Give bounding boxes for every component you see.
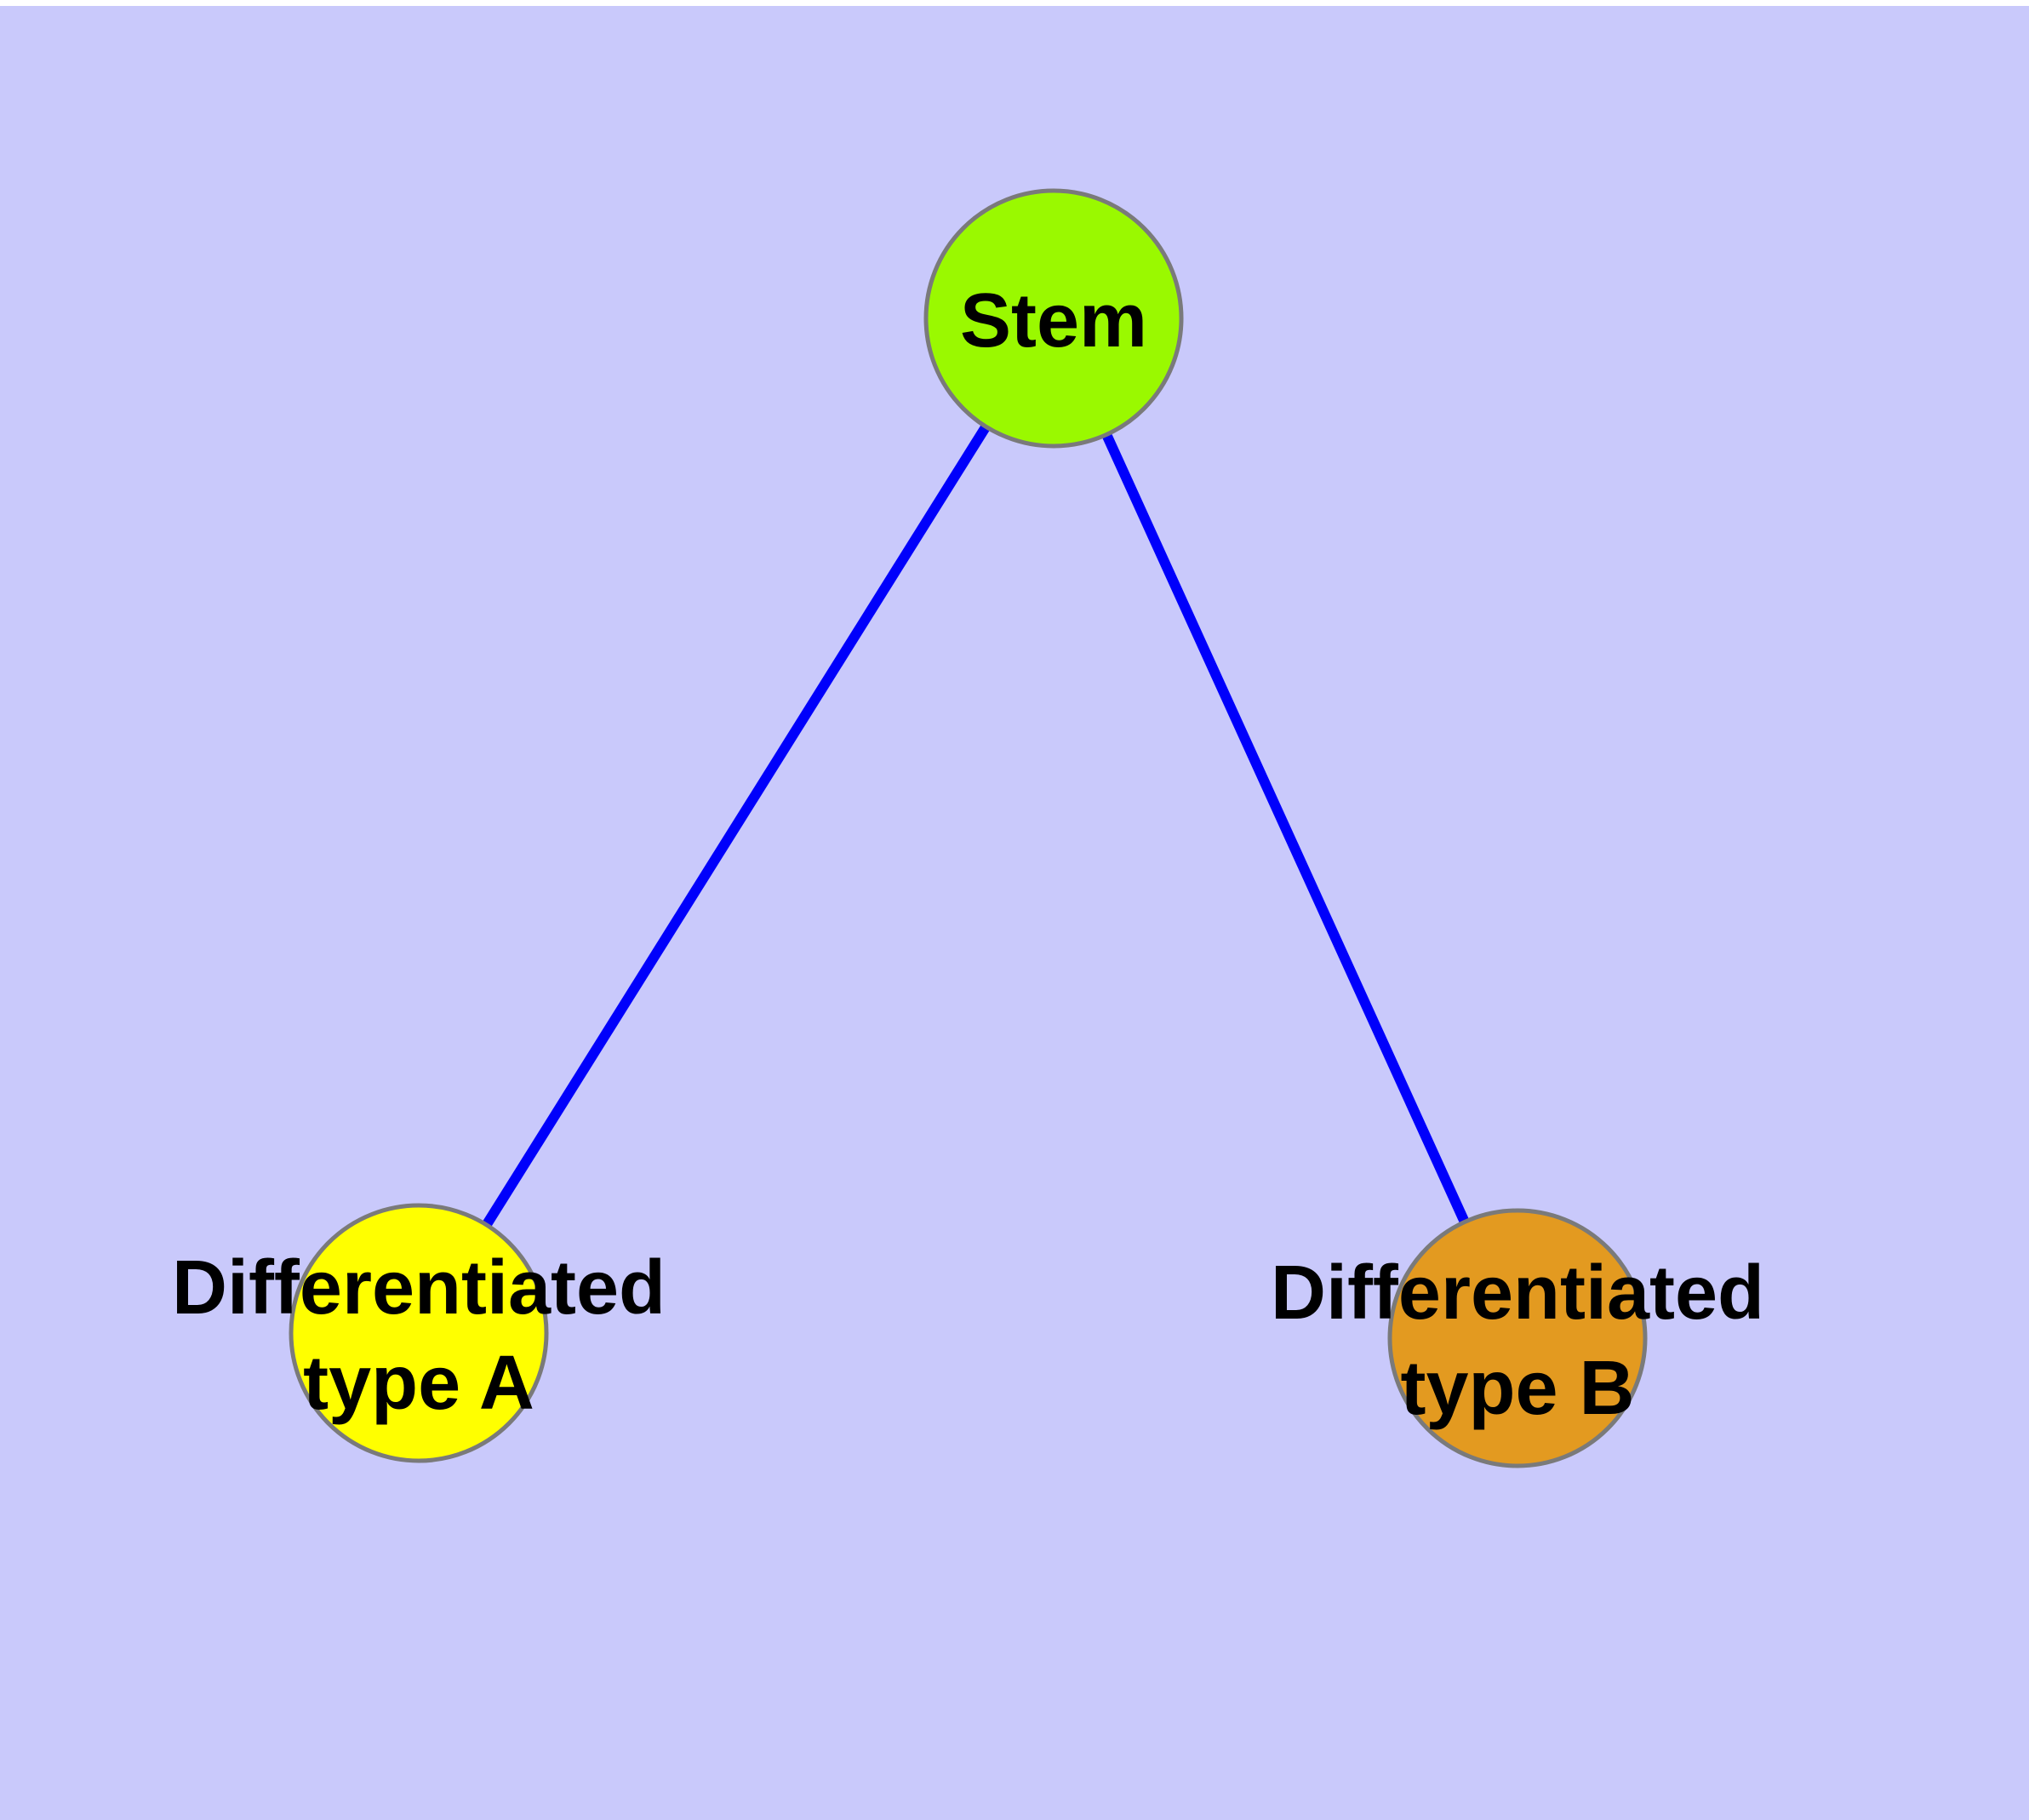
node-label-stem: Stem <box>960 278 1147 363</box>
node-label-line-type-a-0: Differentiated <box>172 1245 666 1331</box>
node-label-line-type-b-1: type B <box>1400 1346 1634 1431</box>
node-type-b: Differentiated type B <box>1271 1208 1764 1468</box>
node-stem: Stem <box>923 188 1184 449</box>
node-label-type-a: Differentiated type A <box>172 1245 666 1426</box>
edge-stem-to-type-b <box>1049 316 1523 1341</box>
node-circle-type-a <box>289 1203 549 1463</box>
node-circle-stem <box>923 188 1184 449</box>
node-label-line-type-a-1: type A <box>303 1341 534 1426</box>
node-circle-type-b <box>1387 1208 1648 1468</box>
node-label-type-b: Differentiated type B <box>1271 1251 1764 1431</box>
node-label-line-type-b-0: Differentiated <box>1271 1251 1764 1336</box>
node-label-line-stem-0: Stem <box>960 278 1147 363</box>
edge-stem-to-type-a <box>414 315 1059 1336</box>
node-type-a: Differentiated type A <box>172 1203 666 1463</box>
